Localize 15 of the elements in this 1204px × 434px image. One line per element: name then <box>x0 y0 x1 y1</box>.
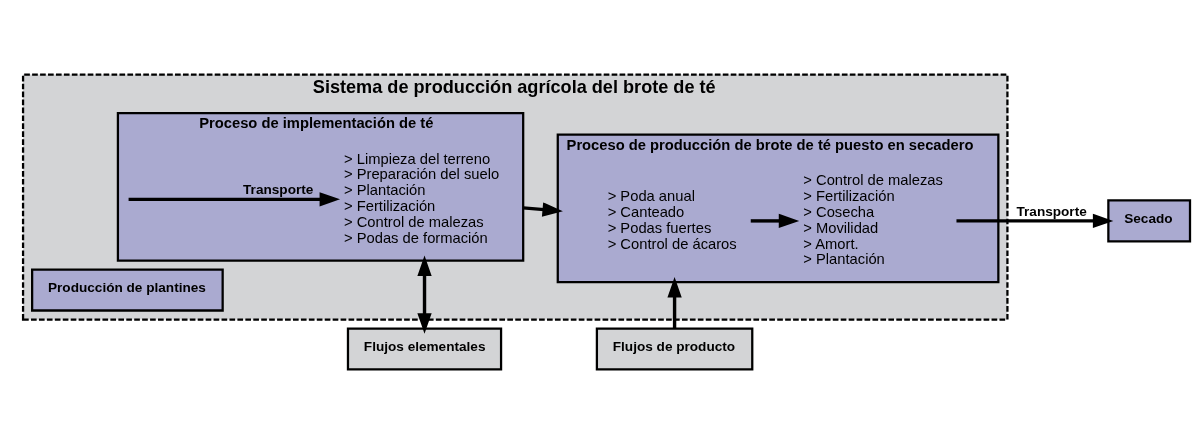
arrow <box>956 213 1114 228</box>
node-box: Flujos elementales <box>346 327 503 371</box>
arrow <box>750 213 800 228</box>
edge-label: Transporte <box>1016 203 1087 219</box>
arrow <box>523 201 563 217</box>
node-text: > Poda anual > Canteado > Podas fuertes > Control de ácaros <box>607 187 737 252</box>
node-box: Flujos de producto <box>595 327 754 371</box>
arrow <box>417 254 432 334</box>
arrow <box>667 276 682 328</box>
arrow <box>128 191 341 206</box>
node-text: > Control de malezas > Fertilización > Cosecha > Movilidad > Amort. > Plantación <box>803 171 943 267</box>
edge-label: Transporte <box>243 181 314 197</box>
node-box: Producción de plantines <box>31 268 224 312</box>
node-box: Secado <box>1107 198 1192 242</box>
node-text: > Limpieza del terreno > Preparación del suelo > Plantación > Fertilización > Control de malezas > Podas de formación <box>344 150 500 246</box>
